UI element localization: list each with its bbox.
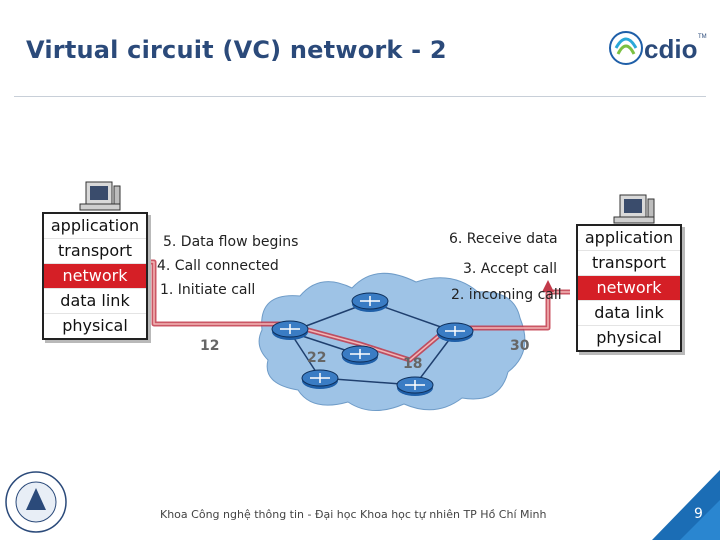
svg-text:TM: TM <box>698 34 707 40</box>
page-number: 9 <box>694 506 703 522</box>
vc-number-22: 22 <box>307 350 327 366</box>
layer-application: application <box>578 226 680 251</box>
layer-physical: physical <box>596 328 662 347</box>
layer-data-link: data link <box>44 289 146 314</box>
router-icon <box>271 320 309 340</box>
svg-text:cdio: cdio <box>644 34 697 64</box>
router-icon <box>301 369 339 389</box>
cdio-logo: cdio TM <box>609 31 707 65</box>
layer-application: application <box>44 214 146 239</box>
footer-text: Khoa Công nghệ thông tin - Đại học Khoa … <box>160 508 547 521</box>
vc-number-12: 12 <box>200 338 220 354</box>
step-2-label: 2. incoming call <box>451 287 562 303</box>
layer-network: network <box>578 276 680 301</box>
computer-icon <box>613 194 655 224</box>
layer-data-link: data link <box>578 301 680 326</box>
router-icon <box>396 376 434 396</box>
vc-number-30: 30 <box>510 338 530 354</box>
router-icon <box>341 345 379 365</box>
computer-icon <box>79 181 121 211</box>
university-seal <box>5 471 67 533</box>
step-4-label: 4. Call connected <box>157 258 279 274</box>
step-6-label: 6. Receive data <box>449 231 558 247</box>
right-host-protocol-stack: application transport network data link … <box>576 224 682 352</box>
step-5-label: 5. Data flow begins <box>163 234 299 250</box>
layer-transport: transport <box>44 239 146 264</box>
router-icon <box>351 292 389 312</box>
path-arrow-right <box>542 280 554 292</box>
router-icon <box>436 322 474 342</box>
step-1-label: 1. Initiate call <box>160 282 256 298</box>
layer-network: network <box>44 264 146 289</box>
slide-title: Virtual circuit (VC) network - 2 <box>26 36 447 64</box>
title-divider <box>14 96 706 97</box>
step-3-label: 3. Accept call <box>463 261 558 277</box>
layer-transport: transport <box>578 251 680 276</box>
vc-number-18: 18 <box>403 356 423 372</box>
left-host-protocol-stack: application transport network data link … <box>42 212 148 340</box>
virtual-circuit-path <box>146 259 570 363</box>
layer-physical: physical <box>62 316 128 335</box>
